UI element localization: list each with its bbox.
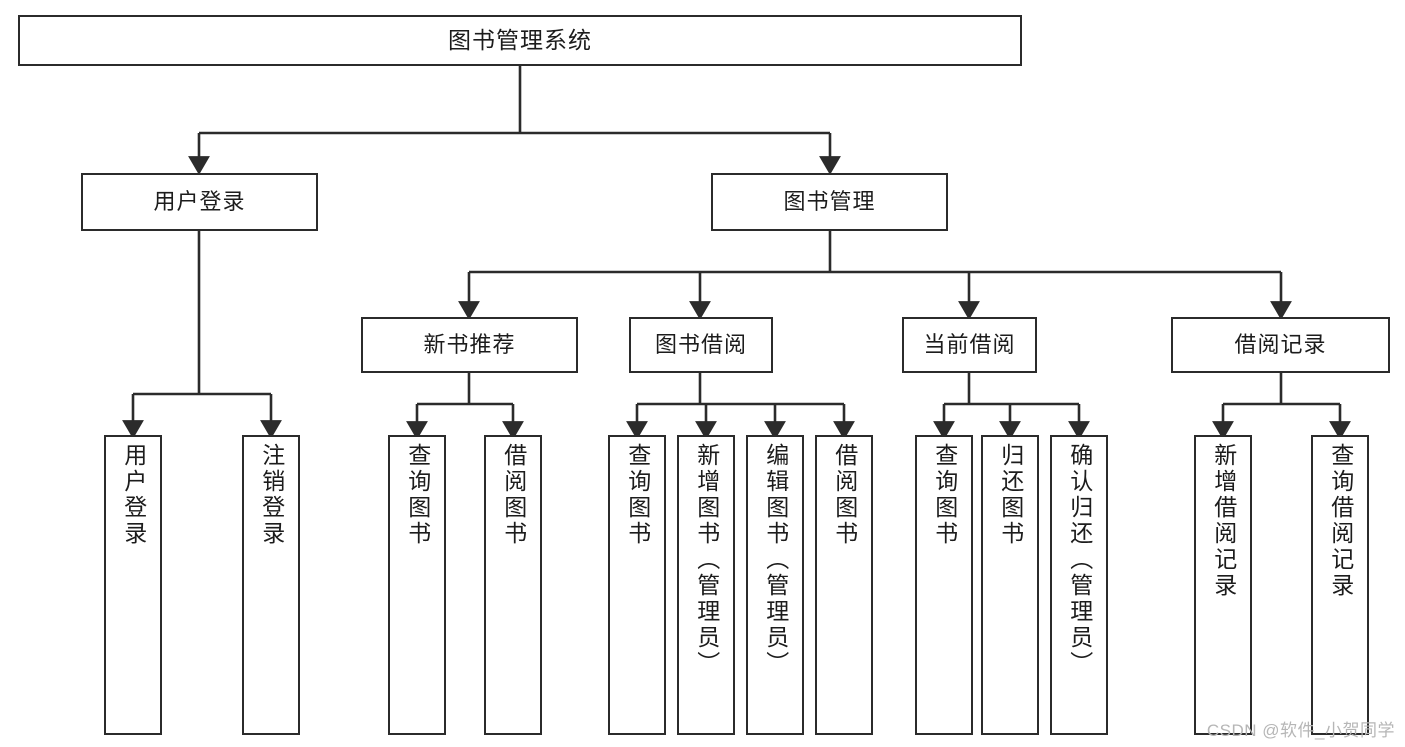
node-label: 图书管理系统 xyxy=(448,26,592,53)
node-label: 新增图书（管理员） xyxy=(693,443,720,677)
node-label: 注销登录 xyxy=(258,443,285,547)
node-user-login[interactable]: 用户登录 xyxy=(81,173,318,231)
node-book-manage[interactable]: 图书管理 xyxy=(711,173,948,231)
node-root-library-system[interactable]: 图书管理系统 xyxy=(18,15,1022,66)
node-label: 借阅图书 xyxy=(500,443,527,547)
node-leaf-add-record[interactable]: 新增借阅记录 xyxy=(1194,435,1252,735)
node-leaf-add-book[interactable]: 新增图书（管理员） xyxy=(677,435,735,735)
node-leaf-borrow-book-2[interactable]: 借阅图书 xyxy=(815,435,873,735)
node-new-book-recommend[interactable]: 新书推荐 xyxy=(361,317,578,373)
node-leaf-query-book-1[interactable]: 查询图书 xyxy=(388,435,446,735)
node-book-borrow[interactable]: 图书借阅 xyxy=(629,317,773,373)
node-leaf-confirm-return[interactable]: 确认归还（管理员） xyxy=(1050,435,1108,735)
node-label: 当前借阅 xyxy=(923,332,1016,358)
node-leaf-logout-login[interactable]: 注销登录 xyxy=(242,435,300,735)
node-label: 图书管理 xyxy=(783,189,876,215)
node-leaf-return-book[interactable]: 归还图书 xyxy=(981,435,1039,735)
node-label: 用户登录 xyxy=(120,443,147,547)
node-label: 图书借阅 xyxy=(654,332,747,358)
node-leaf-user-login[interactable]: 用户登录 xyxy=(104,435,162,735)
node-borrow-record[interactable]: 借阅记录 xyxy=(1171,317,1390,373)
node-leaf-query-book-3[interactable]: 查询图书 xyxy=(915,435,973,735)
node-label: 确认归还（管理员） xyxy=(1066,443,1093,677)
node-leaf-edit-book[interactable]: 编辑图书（管理员） xyxy=(746,435,804,735)
node-label: 查询图书 xyxy=(404,443,431,547)
node-leaf-borrow-book-1[interactable]: 借阅图书 xyxy=(484,435,542,735)
node-label: 查询图书 xyxy=(624,443,651,547)
node-label: 借阅记录 xyxy=(1234,332,1327,358)
node-current-borrow[interactable]: 当前借阅 xyxy=(902,317,1037,373)
node-label: 新增借阅记录 xyxy=(1210,443,1237,599)
node-leaf-query-book-2[interactable]: 查询图书 xyxy=(608,435,666,735)
node-label: 查询图书 xyxy=(931,443,958,547)
node-leaf-query-record[interactable]: 查询借阅记录 xyxy=(1311,435,1369,735)
node-label: 新书推荐 xyxy=(423,332,516,358)
node-label: 借阅图书 xyxy=(831,443,858,547)
node-label: 归还图书 xyxy=(997,443,1024,547)
node-label: 查询借阅记录 xyxy=(1327,443,1354,599)
node-label: 用户登录 xyxy=(153,189,246,215)
node-label: 编辑图书（管理员） xyxy=(762,443,789,677)
